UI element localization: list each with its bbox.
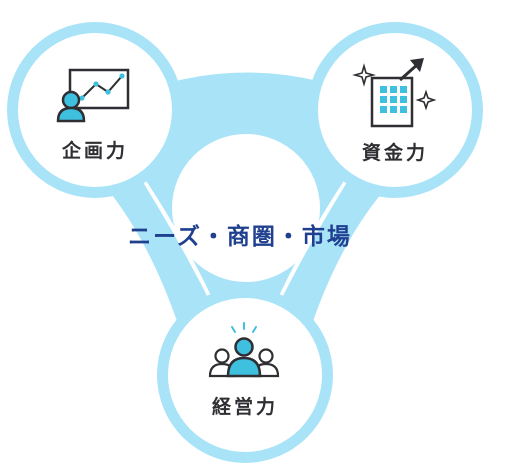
center-circle bbox=[172, 134, 320, 282]
center-label: ニーズ・商圏・市場 bbox=[128, 223, 352, 250]
team-people-icon bbox=[208, 322, 280, 378]
node-planning: 企画力 bbox=[7, 22, 183, 198]
building-growth-icon bbox=[352, 58, 437, 128]
node-label-management: 経営力 bbox=[212, 395, 278, 418]
node-label-capital: 資金力 bbox=[362, 141, 428, 164]
presentation-chart-icon bbox=[56, 68, 130, 123]
node-label-planning: 企画力 bbox=[61, 139, 128, 162]
node-capital: 資金力 bbox=[307, 22, 483, 198]
node-management: 経営力 bbox=[157, 287, 333, 463]
